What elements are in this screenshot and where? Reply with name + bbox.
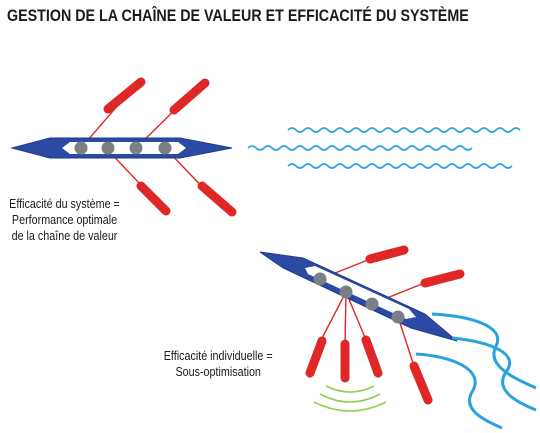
rowers (74, 141, 172, 155)
oar-shaft (345, 291, 367, 341)
rower-seat (365, 297, 379, 311)
rower-seat (391, 310, 405, 324)
rowers (313, 272, 405, 324)
caption-line: Performance optimale (11, 213, 118, 227)
oar-blade (197, 181, 237, 217)
boat-deck (305, 266, 416, 319)
oar-blade (409, 361, 433, 405)
rower-seat (158, 141, 172, 155)
splash-arc (313, 401, 387, 412)
rower-seat (74, 141, 88, 155)
oar-blade (365, 245, 409, 264)
oar-blade (361, 335, 383, 378)
splash-arc (319, 393, 381, 403)
oar-blade (103, 77, 146, 114)
calm-wave (287, 163, 513, 169)
boat-synchronized (10, 77, 237, 217)
oar-shaft (319, 291, 347, 343)
splash-arcs-icon (313, 385, 387, 412)
oar-blade (136, 181, 171, 216)
rower-seat (339, 285, 353, 299)
water-waves-icon (415, 312, 537, 430)
calm-wave (247, 145, 473, 151)
oar-shaft (397, 316, 415, 367)
rower-seat (101, 141, 115, 155)
rower-seat (313, 272, 327, 286)
caption-individual-efficiency: Efficacité individuelle = Sous-optimisat… (158, 348, 278, 380)
oar-shaft (344, 291, 347, 346)
turbulent-wave (451, 336, 537, 412)
caption-line: Efficacité individuelle = (163, 349, 273, 363)
calm-wave (287, 127, 521, 133)
turbulent-wave (431, 312, 537, 390)
boat-deck (62, 142, 186, 154)
oar-blade (420, 269, 465, 288)
caption-line: Efficacité du système = (9, 197, 120, 211)
oar-blade (305, 336, 327, 378)
rower-seat (129, 141, 143, 155)
caption-line: Sous-optimisation (175, 365, 261, 379)
caption-system-efficiency: Efficacité du système = Performance opti… (0, 196, 129, 244)
oar-blade (169, 78, 210, 115)
turbulent-wave (415, 352, 503, 430)
caption-line: de la chaîne de valeur (11, 229, 118, 243)
water-waves-icon (247, 127, 521, 169)
oar-blades (103, 77, 237, 217)
boat-unsynchronized (259, 245, 465, 405)
oar-blades (305, 245, 465, 405)
splash-arc (325, 385, 375, 393)
page-title: GESTION DE LA CHAÎNE DE VALEUR ET EFFICA… (7, 6, 469, 25)
